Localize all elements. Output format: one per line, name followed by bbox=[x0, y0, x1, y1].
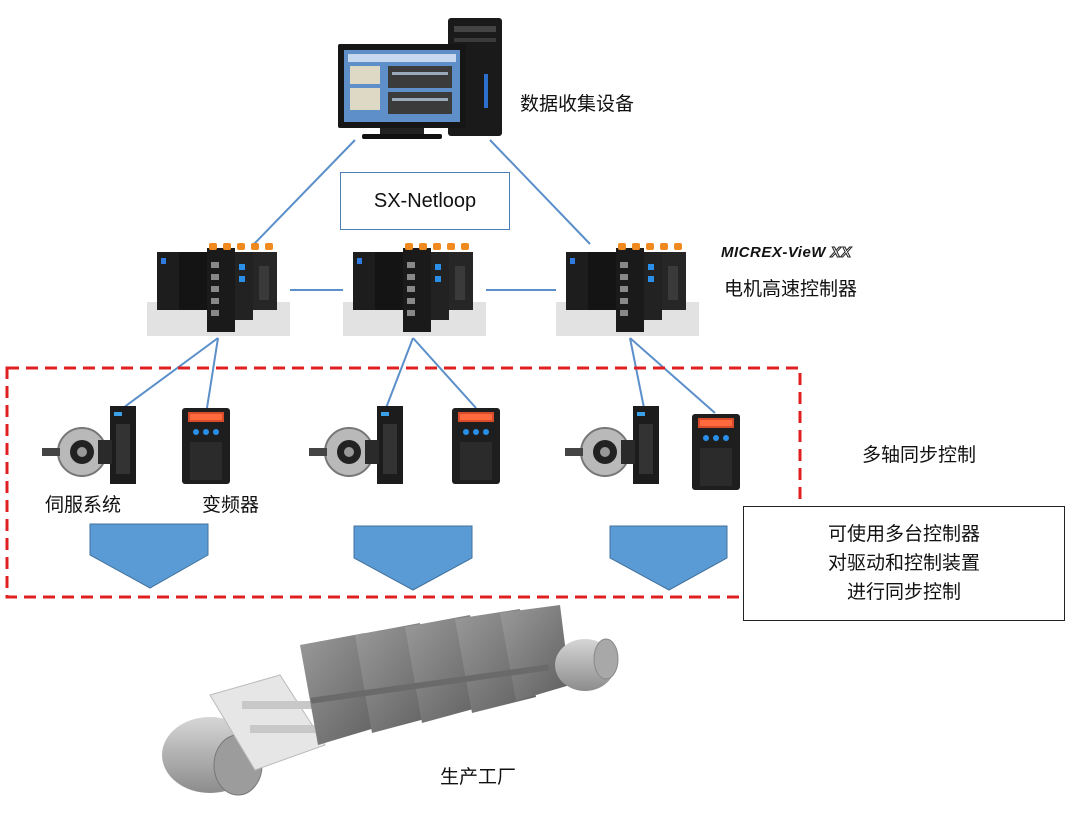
link-line bbox=[385, 337, 414, 409]
factory-label: 生产工厂 bbox=[440, 766, 517, 788]
note-line-2: 对驱动和控制装置 bbox=[827, 552, 980, 574]
network-label: SX-Netloop bbox=[373, 189, 477, 212]
multi-axis-label: 多轴同步控制 bbox=[862, 444, 977, 466]
network-label-box: SX-Netloop bbox=[340, 172, 510, 230]
note-line-3: 进行同步控制 bbox=[846, 581, 961, 603]
data-collection-label: 数据收集设备 bbox=[520, 93, 635, 115]
down-arrow-icon bbox=[89, 523, 209, 589]
inverter-icon bbox=[692, 414, 740, 490]
controller-label: 电机高速控制器 bbox=[724, 278, 858, 300]
down-arrow-icon bbox=[353, 525, 473, 591]
servo-motor-icon bbox=[565, 406, 659, 484]
link-line bbox=[629, 337, 645, 409]
factory-machine-icon bbox=[162, 605, 619, 796]
note-line-1: 可使用多台控制器 bbox=[827, 523, 980, 545]
brand-name: MICREX-VieW bbox=[721, 244, 826, 261]
note-box: 可使用多台控制器 对驱动和控制装置 进行同步控制 bbox=[743, 506, 1065, 621]
link-line bbox=[629, 337, 716, 414]
plc-controller-icon bbox=[343, 243, 486, 336]
plc-controller-icon bbox=[147, 243, 290, 336]
plc-controller-icon bbox=[556, 243, 699, 336]
link-line bbox=[489, 139, 591, 245]
inverter-icon bbox=[182, 408, 230, 484]
sync-control-region bbox=[5, 366, 802, 599]
servo-motor-icon bbox=[42, 406, 136, 484]
inverter-label: 变频器 bbox=[202, 494, 260, 516]
servo-label: 伺服系统 bbox=[45, 494, 122, 516]
servo-motor-icon bbox=[309, 406, 403, 484]
link-line bbox=[253, 139, 356, 245]
link-line bbox=[206, 337, 219, 409]
down-arrow-icon bbox=[609, 525, 728, 591]
brand-suffix: XX bbox=[830, 244, 852, 262]
brand-logo: MICREX-VieW XX bbox=[721, 244, 852, 262]
computer-icon bbox=[338, 18, 502, 139]
link-line bbox=[412, 337, 477, 409]
inverter-icon bbox=[452, 408, 500, 484]
link-line bbox=[122, 337, 219, 409]
